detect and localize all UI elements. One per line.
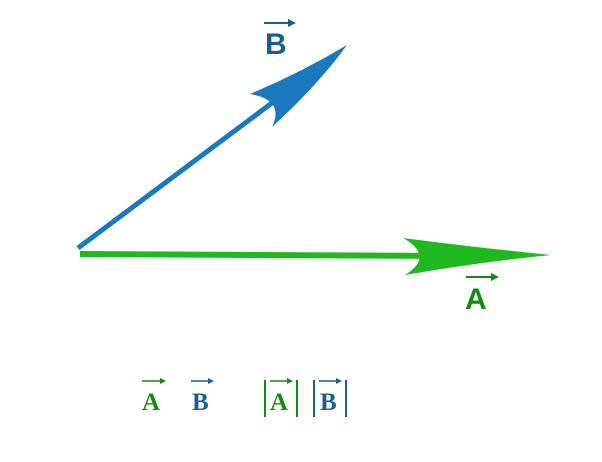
vector-b-arrowhead — [250, 45, 347, 127]
legend-row: A B A B — [142, 378, 347, 417]
legend-magnitude-a-overarrow-head — [287, 378, 293, 384]
vector-b-label-overarrow-head — [288, 19, 296, 27]
vector-a-label-overarrow-head — [491, 273, 499, 281]
legend-magnitude-b-overarrow-head — [336, 378, 342, 384]
vector-b-label: B — [264, 19, 296, 61]
vector-a-label: A — [465, 273, 499, 316]
vector-a-label-text: A — [465, 283, 487, 316]
vector-a — [79, 238, 551, 275]
vector-b — [76, 45, 347, 251]
legend-vector-a-overarrow-head — [160, 378, 166, 384]
vector-a-arrowhead — [403, 238, 551, 275]
vector-b-shaft — [76, 79, 302, 251]
vector-a-shaft — [79, 251, 451, 259]
legend-vector-a-text: A — [142, 389, 160, 416]
legend-vector-b-overarrow-head — [208, 378, 214, 384]
legend-magnitude-b: B — [313, 378, 347, 417]
legend-vector-b: B — [191, 378, 214, 416]
vector-b-label-text: B — [265, 28, 287, 61]
legend-vector-b-text: B — [192, 389, 209, 416]
legend-magnitude-b-text: B — [320, 389, 337, 416]
legend-magnitude-a: A — [264, 378, 298, 417]
legend-magnitude-a-text: A — [270, 389, 288, 416]
legend-vector-a: A — [142, 378, 166, 416]
